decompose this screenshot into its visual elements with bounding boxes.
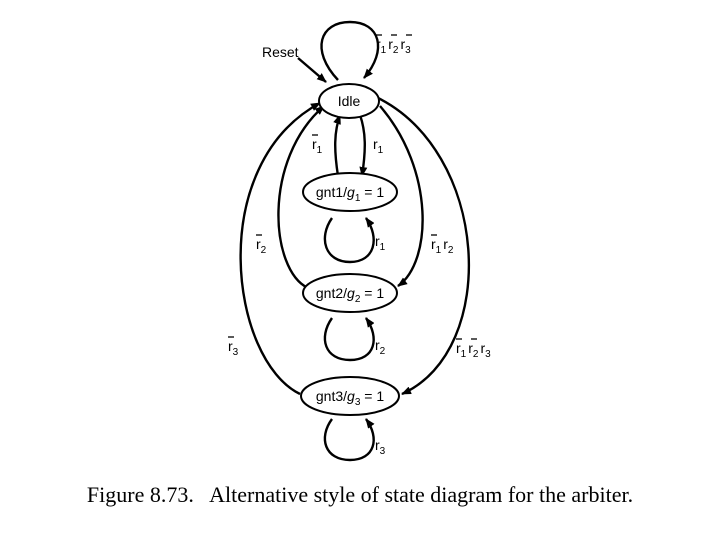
label-idle-to-gnt1: r1 — [373, 136, 384, 156]
edge-gnt2-to-idle — [277, 105, 325, 290]
gnt3-self-loop — [323, 418, 375, 462]
state-gnt3-label: gnt3/g3 = 1 — [316, 388, 384, 408]
state-diagram: Idle gnt1/g1 = 1 gnt2/g2 = 1 gnt3/g3 = 1… — [228, 20, 491, 462]
state-gnt3 — [300, 376, 400, 416]
state-idle — [318, 83, 380, 119]
edge-gnt1-to-idle — [333, 114, 342, 177]
gnt2-self-loop — [323, 317, 375, 362]
idle-self-loop — [320, 20, 380, 81]
edge-idle-to-gnt1 — [358, 114, 368, 177]
state-idle-label: Idle — [338, 93, 361, 109]
label-gnt1-to-idle: r1 — [312, 134, 323, 156]
figure-caption: Figure 8.73. Alternative style of state … — [86, 482, 634, 507]
state-gnt1-label: gnt1/g1 = 1 — [316, 184, 384, 204]
state-gnt2 — [302, 273, 398, 313]
edge-idle-to-gnt3 — [373, 94, 470, 396]
label-gnt2-to-idle: r2 — [256, 234, 267, 256]
gnt1-self-loop — [323, 217, 375, 264]
label-gnt2-loop: r2 — [375, 337, 386, 357]
label-gnt3-loop: r3 — [375, 437, 386, 457]
edge-gnt3-to-idle — [239, 101, 321, 396]
reset-arrow — [297, 57, 327, 83]
reset-label: Reset — [262, 44, 299, 60]
state-gnt1 — [302, 172, 398, 212]
label-gnt3-to-idle: r3 — [228, 336, 239, 358]
state-gnt2-label: gnt2/g2 = 1 — [316, 285, 384, 305]
svg-text:r2: r2 — [256, 236, 267, 256]
edge-idle-to-gnt2 — [379, 105, 424, 287]
svg-text:r3: r3 — [228, 338, 239, 358]
label-gnt1-loop: r1 — [375, 233, 386, 253]
svg-text:r1: r1 — [312, 136, 323, 156]
